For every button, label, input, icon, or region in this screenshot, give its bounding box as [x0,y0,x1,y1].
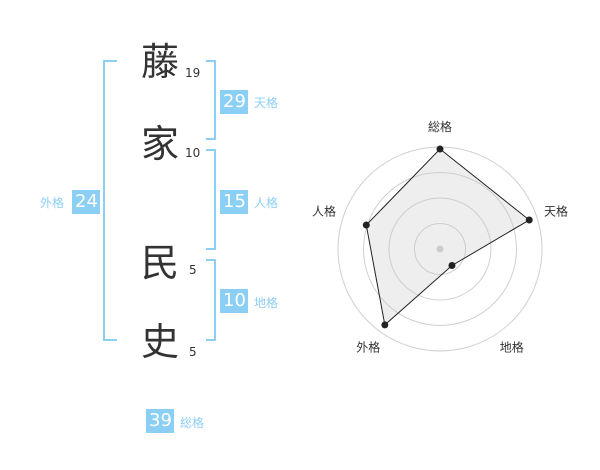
name-char-2: 家 [140,122,179,166]
chikaku-value: 10 [220,289,248,313]
radar-point-4 [381,321,389,329]
radar-point-1 [436,145,444,153]
tenkaku-label: 天格 [254,96,279,110]
gaikaku-label: 外格 [40,196,65,210]
radar-axis-label: 総格 [428,119,452,134]
soukaku-label: 総格 [180,416,205,430]
stroke-count-2: 10 [185,146,201,160]
name-char-4: 史 [140,320,179,364]
tenkaku-value: 29 [220,90,248,114]
radar-grid-ring [414,223,466,275]
name-char-1: 藤 [140,40,179,84]
jinkaku-label: 人格 [254,196,279,210]
radar-data-polygon [365,148,531,326]
jinkaku-value: 15 [220,190,248,214]
radar-axis-label: 地格 [500,340,524,355]
jinkaku-bracket [206,149,216,250]
stroke-count-1: 19 [185,66,201,80]
name-char-3: 民 [140,241,179,285]
radar-axis-label: 天格 [544,203,568,218]
soukaku-value: 39 [146,409,174,433]
radar-axis-label: 外格 [356,340,380,355]
radar-point-2 [525,216,533,224]
radar-point-3 [448,262,456,270]
stroke-count-4: 5 [189,345,197,359]
stroke-count-3: 5 [189,263,197,277]
tenkaku-bracket [206,60,216,140]
chikaku-label: 地格 [254,296,279,310]
radar-grid-ring [388,197,492,301]
gaikaku-value: 24 [72,190,100,214]
radar-axis-label: 人格 [312,203,336,218]
radar-point-5 [362,221,370,229]
radar-center-dot [436,245,444,253]
chikaku-bracket [206,259,216,341]
radar-grid-ring [363,172,517,326]
gaikaku-bracket [103,60,117,341]
